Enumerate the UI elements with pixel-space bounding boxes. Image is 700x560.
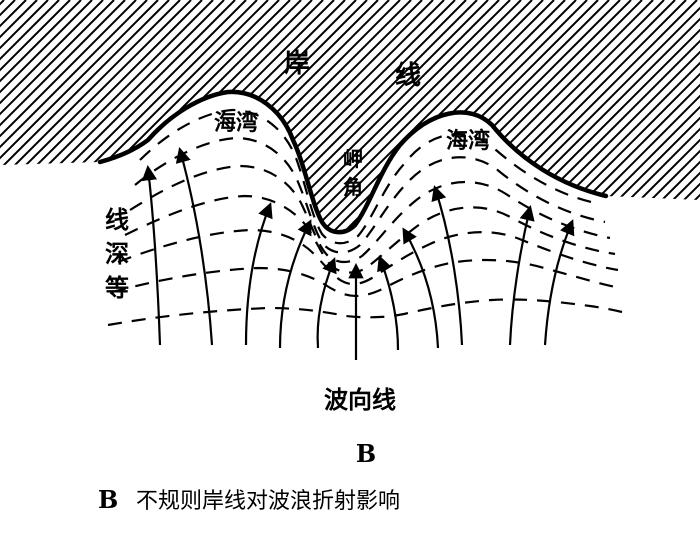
hatch-line — [381, 0, 643, 233]
hatch-line — [502, 0, 700, 233]
hatch-line — [0, 0, 60, 233]
hatch-line — [0, 0, 137, 233]
hatch-line — [513, 0, 700, 233]
isobath-label-2: 深 — [105, 240, 129, 268]
hatch-line — [0, 0, 27, 233]
headland-label-1: 岬 — [343, 147, 363, 171]
coastline — [97, 89, 609, 235]
wave-ray-arrow — [175, 147, 214, 346]
isobath-line — [111, 258, 621, 298]
hatch-line — [51, 0, 313, 233]
figure-letter: B — [356, 439, 376, 468]
hatch-line — [0, 0, 170, 233]
isobath-line — [139, 108, 601, 245]
hatch-line — [656, 0, 700, 233]
wave-rays — [141, 147, 575, 360]
caption-letter: B — [98, 485, 118, 514]
hatch-line — [0, 0, 104, 233]
hatch-line — [392, 0, 654, 233]
hatch-line — [128, 0, 390, 233]
isobath-label-1: 等 — [105, 274, 129, 302]
wave-ray-arrow — [141, 164, 162, 346]
bay-label-left: 海湾 — [214, 110, 258, 136]
hatch-line — [0, 0, 115, 233]
isobath-label-3: 线 — [105, 206, 129, 234]
hatch-line — [0, 0, 93, 233]
headland-label-2: 角 — [343, 175, 363, 199]
hatch-line — [0, 0, 181, 233]
caption-text: 不规则岸线对波浪折射影响 — [136, 489, 400, 514]
wave-ray-arrow — [431, 185, 464, 346]
bay-label-right: 海湾 — [446, 128, 490, 154]
hatch-line — [370, 0, 632, 233]
hatch-line — [150, 0, 412, 233]
hatch-line — [62, 0, 324, 233]
wave-ray-arrow — [316, 257, 337, 349]
wave-ray-arrow — [244, 202, 273, 346]
hatch-line — [0, 0, 49, 233]
hatch-line — [0, 0, 159, 233]
hatch-line — [590, 0, 700, 233]
hatch-line — [0, 0, 82, 233]
wave-ray-arrow — [377, 255, 400, 351]
hatch-line — [0, 0, 214, 233]
wave-ray-label: 波向线 — [324, 386, 396, 414]
shoreline-label-b: 线 — [395, 61, 421, 91]
isobath-line — [107, 298, 623, 327]
hatch-line — [293, 0, 555, 233]
hatch-line — [403, 0, 665, 233]
shoreline-label-a: 岸 — [284, 49, 310, 79]
hatch-line — [0, 0, 71, 233]
hatch-line — [0, 0, 16, 233]
isobath-line — [134, 136, 606, 254]
wave-ray-arrow — [508, 205, 535, 346]
hatch-line — [0, 0, 5, 233]
hatch-line — [601, 0, 700, 233]
isobath-line — [117, 228, 619, 286]
hatch-line — [40, 0, 302, 233]
hatch-line — [667, 0, 700, 233]
hatch-line — [524, 0, 700, 233]
wave-ray-arrow — [402, 227, 440, 349]
hatch-line — [271, 0, 533, 233]
hatch-line — [0, 0, 192, 233]
hatch-line — [161, 0, 423, 233]
wave-ray-arrow — [543, 219, 575, 346]
hatch-line — [678, 0, 700, 233]
hatch-line — [579, 0, 700, 233]
hatch-line — [0, 0, 203, 233]
hatch-line — [535, 0, 700, 233]
hatch-line — [0, 0, 148, 233]
isobath-line — [129, 164, 611, 264]
hatch-line — [0, 0, 126, 233]
wave-ray-arrow — [278, 219, 312, 349]
